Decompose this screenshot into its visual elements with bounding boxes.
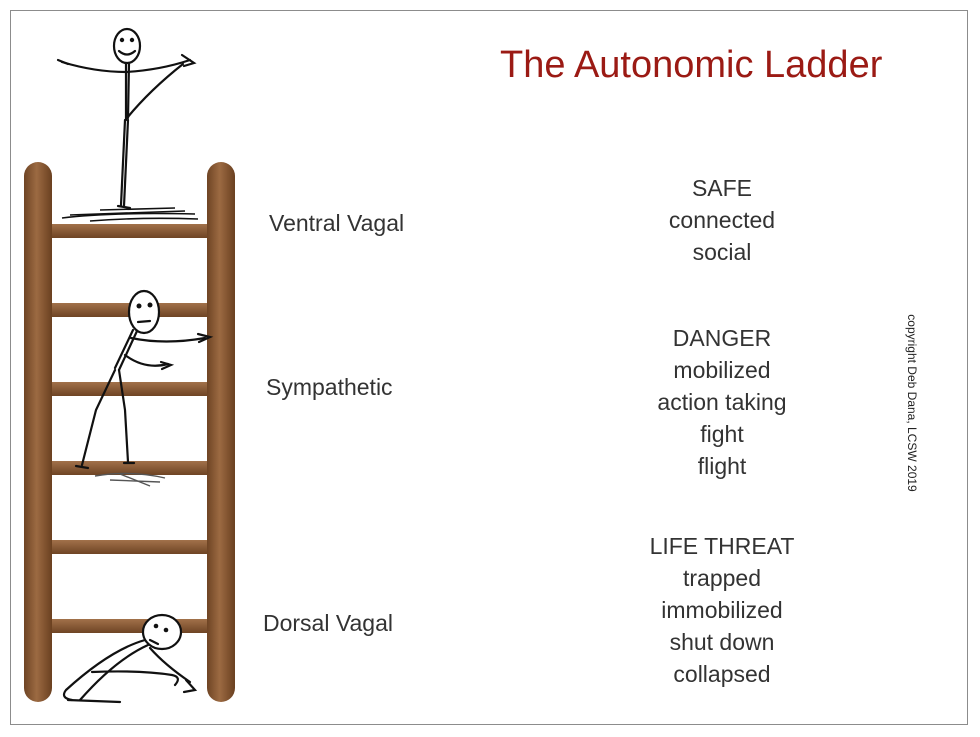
ladder-rung bbox=[50, 540, 210, 554]
page-title: The Autonomic Ladder bbox=[500, 44, 883, 86]
ladder-rungs bbox=[50, 224, 210, 633]
state-text: SAFE bbox=[691, 175, 753, 201]
dorsal-vagal-states: LIFE THREAT trapped immobilized shut dow… bbox=[592, 530, 852, 690]
level-label-ventral-vagal: Ventral Vagal bbox=[269, 210, 405, 236]
copyright-notice: copyright Deb Dana, LCSW 2019 bbox=[905, 314, 919, 492]
state-text: connected bbox=[668, 207, 776, 233]
state-text: action taking bbox=[657, 389, 787, 415]
ladder-right-rail bbox=[207, 162, 235, 702]
stick-figure-climbing bbox=[74, 289, 214, 470]
state-text: shut down bbox=[669, 629, 775, 655]
state-text: flight bbox=[697, 453, 747, 479]
state-text: collapsed bbox=[673, 661, 771, 687]
ladder-rung bbox=[50, 619, 210, 633]
floor-scribble bbox=[61, 207, 199, 222]
sympathetic-states: DANGER mobilized action taking fight fli… bbox=[592, 322, 852, 482]
state-text: social bbox=[692, 239, 752, 265]
state-text: LIFE THREAT bbox=[649, 533, 795, 559]
shadow-scribble bbox=[94, 472, 166, 487]
ladder-rung bbox=[50, 224, 210, 238]
state-text: immobilized bbox=[661, 597, 783, 623]
state-text: trapped bbox=[682, 565, 761, 591]
ladder-rung bbox=[50, 382, 210, 396]
level-label-sympathetic: Sympathetic bbox=[266, 374, 393, 400]
state-text: DANGER bbox=[672, 325, 772, 351]
ladder-left-rail bbox=[24, 162, 52, 702]
stick-figure-collapsed bbox=[62, 613, 198, 704]
slide-frame bbox=[10, 10, 968, 725]
state-text: mobilized bbox=[673, 357, 771, 383]
state-text: fight bbox=[700, 421, 744, 447]
level-label-dorsal-vagal: Dorsal Vagal bbox=[263, 610, 393, 636]
ladder-rung bbox=[50, 461, 210, 475]
ventral-vagal-states: SAFE connected social bbox=[592, 172, 852, 268]
stick-figure-safe bbox=[56, 27, 197, 210]
